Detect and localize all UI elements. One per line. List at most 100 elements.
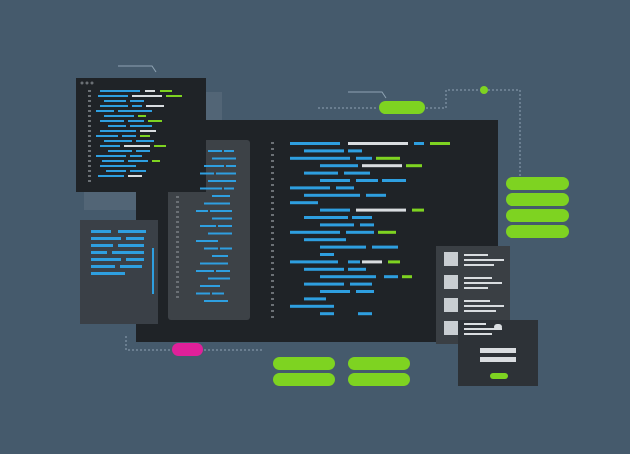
magenta-pill bbox=[172, 343, 203, 356]
gutter-mark bbox=[271, 220, 274, 222]
code-line bbox=[360, 223, 374, 227]
form-submit-button bbox=[490, 373, 508, 379]
document-card-lines bbox=[91, 230, 154, 294]
gutter-mark bbox=[88, 95, 91, 97]
gutter-mark bbox=[176, 231, 179, 233]
code-line bbox=[356, 208, 406, 212]
code-line bbox=[346, 230, 374, 234]
gutter-mark bbox=[271, 298, 274, 300]
code-line bbox=[100, 145, 120, 147]
gutter-mark bbox=[88, 130, 91, 132]
gutter-mark bbox=[176, 206, 179, 208]
gutter-mark bbox=[176, 251, 179, 253]
code-line bbox=[362, 260, 382, 264]
gutter-mark bbox=[88, 100, 91, 102]
gutter-mark bbox=[88, 120, 91, 122]
gutter-mark bbox=[271, 202, 274, 204]
code-line bbox=[320, 223, 354, 227]
gutter-mark bbox=[88, 160, 91, 162]
code-line bbox=[118, 110, 152, 112]
code-line bbox=[210, 210, 232, 212]
image-placeholder-icon bbox=[444, 321, 458, 335]
gutter-mark bbox=[271, 154, 274, 156]
top-green-pill bbox=[379, 101, 425, 114]
code-line bbox=[362, 164, 402, 168]
bottom-pill-2 bbox=[348, 357, 410, 370]
code-line bbox=[200, 225, 216, 227]
code-line bbox=[160, 90, 172, 92]
connector-dot bbox=[480, 86, 488, 94]
code-line bbox=[140, 130, 156, 132]
image-placeholder-icon bbox=[444, 252, 458, 266]
gutter-mark bbox=[88, 110, 91, 112]
code-line bbox=[132, 95, 162, 97]
code-line bbox=[106, 170, 126, 172]
code-line bbox=[320, 290, 350, 293]
bottom-pill-4 bbox=[348, 373, 410, 386]
code-line bbox=[290, 304, 334, 308]
gutter-mark bbox=[176, 236, 179, 238]
code-line bbox=[130, 125, 152, 127]
gutter-mark bbox=[271, 304, 274, 306]
code-line bbox=[304, 297, 326, 301]
image-placeholder-icon bbox=[444, 275, 458, 289]
code-line bbox=[366, 193, 386, 197]
code-line bbox=[130, 100, 144, 102]
code-line bbox=[100, 165, 136, 167]
gutter-mark bbox=[176, 241, 179, 243]
code-line bbox=[104, 100, 126, 102]
image-list-items bbox=[444, 252, 504, 335]
code-line bbox=[290, 142, 340, 145]
code-line bbox=[226, 165, 236, 167]
code-line bbox=[100, 90, 140, 92]
gutter-mark bbox=[88, 155, 91, 157]
code-line bbox=[348, 142, 408, 145]
stack-pill-3 bbox=[506, 209, 569, 222]
gutter-mark bbox=[271, 214, 274, 216]
code-line bbox=[216, 270, 230, 272]
code-line bbox=[304, 238, 346, 242]
code-line bbox=[320, 253, 334, 256]
code-line bbox=[382, 179, 406, 182]
dotted-connector-icon bbox=[426, 89, 521, 178]
code-line bbox=[348, 260, 360, 264]
bottom-pill-1 bbox=[273, 357, 335, 370]
code-line bbox=[138, 115, 146, 117]
code-line bbox=[356, 290, 374, 293]
form-fields bbox=[480, 324, 516, 379]
gutter-mark bbox=[176, 246, 179, 248]
gutter-mark bbox=[88, 145, 91, 147]
gutter-mark bbox=[271, 178, 274, 180]
gutter-mark bbox=[271, 238, 274, 240]
gutter-mark bbox=[176, 281, 179, 283]
code-line bbox=[98, 95, 128, 97]
gutter-mark bbox=[176, 226, 179, 228]
code-line bbox=[212, 255, 228, 257]
gutter-mark bbox=[88, 125, 91, 127]
code-line bbox=[212, 195, 230, 197]
code-line bbox=[100, 105, 128, 107]
code-line bbox=[208, 232, 232, 235]
code-line bbox=[402, 275, 412, 279]
code-line bbox=[356, 156, 372, 160]
gutter-mark bbox=[176, 296, 179, 298]
scrollbar bbox=[152, 248, 154, 294]
gutter-mark bbox=[271, 256, 274, 258]
gutter-mark bbox=[176, 221, 179, 223]
gutter-mark bbox=[271, 262, 274, 264]
code-line bbox=[348, 149, 362, 153]
code-line bbox=[130, 155, 142, 157]
stack-pill-2 bbox=[506, 193, 569, 206]
gutter-mark bbox=[176, 216, 179, 218]
gutter-mark bbox=[88, 135, 91, 137]
code-line bbox=[216, 172, 236, 175]
code-line bbox=[108, 150, 132, 152]
code-line bbox=[320, 164, 358, 168]
code-line bbox=[350, 282, 372, 286]
gutter-mark bbox=[271, 208, 274, 210]
gutter-mark bbox=[271, 232, 274, 234]
code-line bbox=[140, 135, 150, 137]
code-line bbox=[304, 193, 360, 197]
gutter-mark bbox=[271, 280, 274, 282]
